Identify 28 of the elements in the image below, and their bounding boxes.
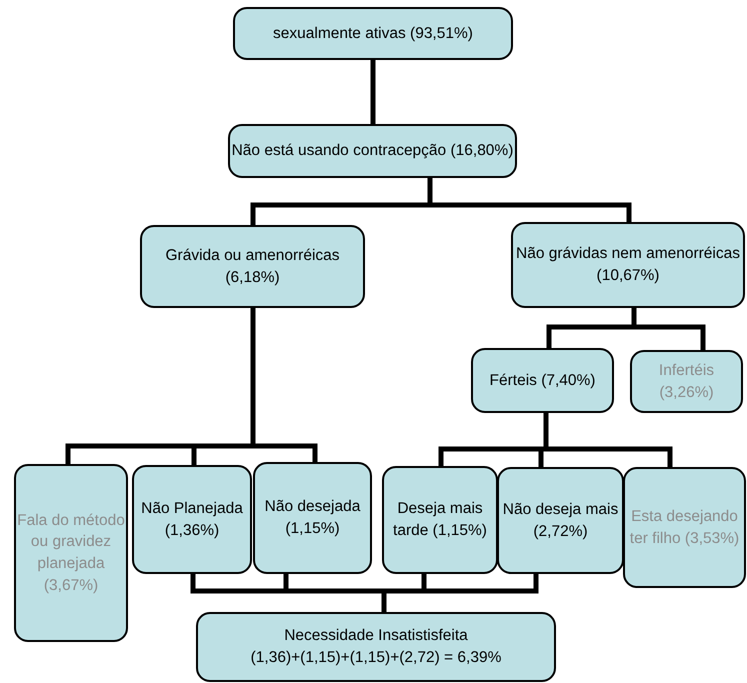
category-box [253,462,372,574]
category-box [132,465,252,574]
connector-line [370,58,376,126]
node-label: Não desejada (1,15%) [264,497,362,539]
node-formula: (1,36)+(1,15)+(1,15)+(2,72) = 6,39% [250,648,502,668]
category-box [14,464,128,642]
category-box [623,467,746,588]
node-label: Férteis (7,40%) [490,370,596,391]
node-label: Não grávidas nem amenorréicas (10,67%) [515,244,741,286]
category-box [471,348,614,413]
category-box [196,612,556,682]
node-label: Infertéis (3,26%) [658,360,716,402]
category-box [228,124,517,178]
node-label: sexualmente ativas (93,51%) [273,24,473,44]
category-box [233,7,513,60]
category-box [511,222,745,308]
category-box [382,466,498,574]
category-box [630,350,743,413]
node-label: Grávida ou amenorréicas (6,18%) [164,246,341,288]
node-label: Fala do método ou gravidez planejada (3,67%) [17,510,125,596]
node-label: Necessidade Insatistisfeita [284,626,468,646]
category-box [497,467,624,574]
category-box [140,225,365,308]
node-label: Esta desejando ter filho (3,53%) [628,506,740,548]
node-label: Não Planejada (1,36%) [140,498,244,540]
node-label: Deseja mais tarde (1,15%) [392,499,488,541]
node-label: Não deseja mais (2,72%) [502,500,620,542]
node-label: Não está usando contracepção (16,80%) [232,141,514,162]
